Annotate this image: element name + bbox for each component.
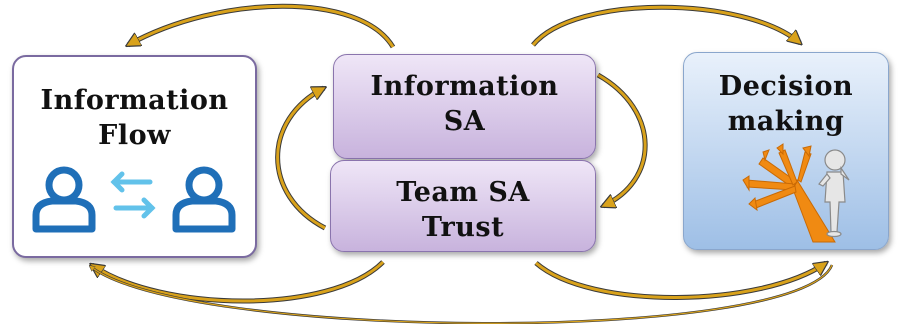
node-decision-making: Decision making (683, 52, 889, 250)
arrow-infosa-to-infoflow (128, 3, 396, 49)
arrow-teamsa-to-infosa (275, 85, 325, 231)
decision-paths-icon (742, 143, 836, 243)
exchange-arrows-icon (110, 171, 156, 219)
arrow-teamsa-to-decision (534, 263, 826, 300)
node-team-sa-trust-line2: Trust (421, 212, 505, 244)
person-left-icon (32, 166, 96, 233)
arrow-infosa-to-teamsa (596, 72, 648, 206)
node-information-sa-line1: Information (370, 71, 559, 102)
user-exchange-icon (32, 166, 236, 233)
node-decision-making-line2: making (727, 106, 845, 138)
node-information-sa-line2: SA (443, 106, 486, 138)
node-information-flow-line1: Information (40, 85, 229, 116)
arrow-infosa-to-decision (531, 4, 800, 47)
arrow-teamsa-to-infoflow (92, 260, 385, 304)
person-right-icon (172, 166, 236, 233)
node-team-sa-trust-line1: Team SA (396, 177, 530, 208)
arrow-decision-to-infoflow (90, 264, 834, 324)
node-decision-making-line1: Decision (718, 71, 854, 102)
thinking-figure-icon (818, 149, 850, 238)
decision-person-icon (742, 143, 850, 243)
node-information-sa: Information SA (333, 54, 596, 159)
node-information-flow-line2: Flow (98, 120, 171, 152)
node-team-sa-trust: Team SA Trust (330, 160, 596, 252)
node-information-flow: Information Flow (12, 55, 257, 258)
